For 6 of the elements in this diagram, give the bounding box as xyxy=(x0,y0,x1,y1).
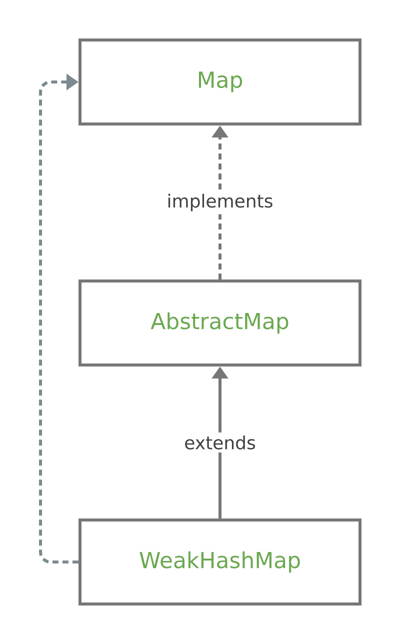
edge-label: extends xyxy=(181,432,259,452)
class-box: Map xyxy=(78,38,362,126)
edge-label: implements xyxy=(164,190,276,214)
arrow xyxy=(39,74,78,564)
class-box: WeakHashMap xyxy=(78,518,362,606)
class-box: AbstractMap xyxy=(78,280,362,366)
